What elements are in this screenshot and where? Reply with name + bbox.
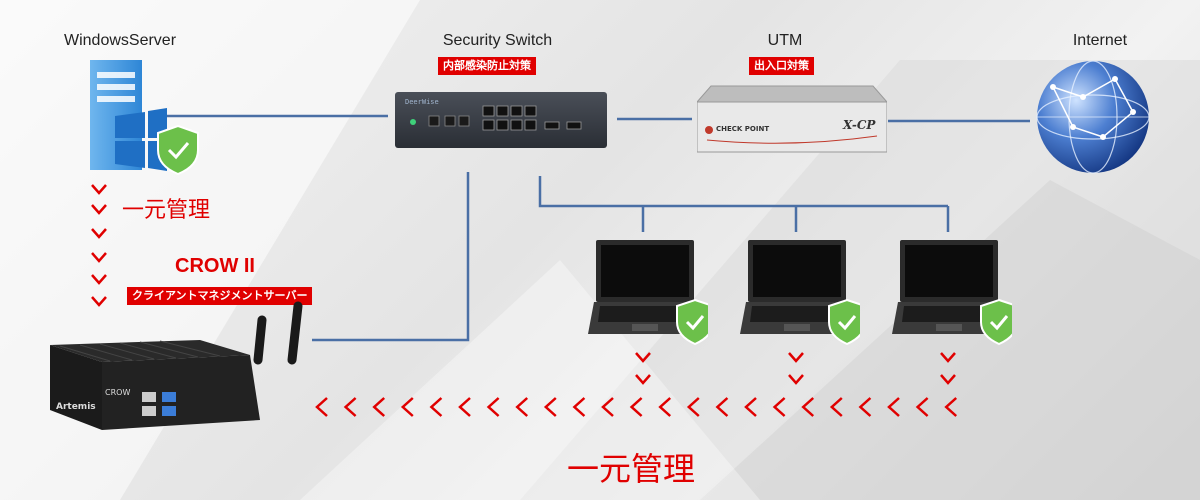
- laptop-icon-1: [588, 238, 714, 348]
- left-chevron: [601, 397, 614, 417]
- utm-label: UTM: [767, 32, 803, 49]
- left-chevron: [715, 397, 729, 417]
- down-chevron: [635, 374, 651, 385]
- down-chevrons-clients: [635, 352, 956, 385]
- left-chevron: [543, 397, 557, 417]
- shield-check-icon: [676, 298, 714, 346]
- windows-server-label: WindowsServer: [63, 32, 177, 49]
- shield-check-icon: [828, 298, 866, 346]
- crow-device: Artemis CROW: [50, 301, 312, 430]
- utm-brand-text: CHECK POINT: [716, 125, 770, 133]
- left-chevron: [772, 397, 786, 417]
- crow-tag: クライアントマネジメントサーバー: [127, 287, 313, 305]
- left-chevron: [686, 397, 700, 417]
- left-chevron: [629, 397, 643, 417]
- down-chevron: [91, 274, 107, 285]
- laptop-icon-3: [892, 238, 1018, 348]
- left-chevron: [343, 397, 357, 417]
- left-chevron: [315, 397, 328, 417]
- left-chevron: [801, 397, 815, 417]
- left-chevron: [915, 397, 929, 417]
- unified-management-bottom: 一元管理: [567, 450, 696, 488]
- down-chevron: [788, 352, 804, 363]
- left-chevron: [858, 397, 872, 417]
- left-chevrons-row: [315, 397, 958, 417]
- down-chevron: [940, 374, 956, 385]
- left-chevron: [829, 397, 843, 417]
- utm-tag: 出入口対策: [749, 57, 814, 75]
- windows-server-icon: [90, 60, 199, 176]
- left-chevron: [744, 397, 757, 417]
- internet-label: Internet: [1072, 32, 1128, 49]
- link-switch-crow: [312, 172, 470, 342]
- unified-management-left: 一元管理: [122, 198, 211, 223]
- down-chevron: [91, 204, 107, 215]
- left-chevron: [658, 397, 672, 417]
- left-chevron: [372, 397, 386, 417]
- security-switch-label: Security Switch: [442, 32, 553, 49]
- left-chevron: [458, 397, 471, 417]
- down-chevron: [788, 374, 804, 385]
- switch-ports-icon: [410, 105, 582, 131]
- shield-check-icon: [157, 124, 199, 176]
- down-chevron: [940, 352, 956, 363]
- left-chevron: [572, 397, 586, 417]
- down-chevrons-left: [91, 184, 107, 307]
- left-chevron: [944, 397, 958, 417]
- down-chevron: [91, 296, 107, 307]
- link-switch-clients: [538, 176, 948, 208]
- left-chevron: [400, 397, 414, 417]
- down-chevron: [91, 184, 107, 195]
- left-chevron: [486, 397, 500, 417]
- utm-model-text: X-CP: [843, 118, 876, 132]
- down-chevron: [91, 228, 107, 239]
- security-switch-device: DeerWise: [395, 92, 607, 148]
- down-chevron: [91, 252, 107, 263]
- security-switch-tag: 内部感染防止対策: [438, 57, 536, 75]
- crow-brand-text: Artemis: [56, 402, 96, 412]
- switch-brand-text: DeerWise: [405, 98, 439, 106]
- globe-icon: [1036, 60, 1150, 174]
- left-chevron: [887, 397, 900, 417]
- crow-device-text: CROW: [105, 388, 131, 397]
- utm-device: CHECK POINT X-CP: [697, 84, 887, 154]
- left-chevron: [515, 397, 529, 417]
- crow-name: CROW II: [175, 255, 255, 277]
- laptop-icon-2: [740, 238, 866, 348]
- shield-check-icon: [980, 298, 1018, 346]
- left-chevron: [429, 397, 443, 417]
- down-chevron: [635, 352, 651, 363]
